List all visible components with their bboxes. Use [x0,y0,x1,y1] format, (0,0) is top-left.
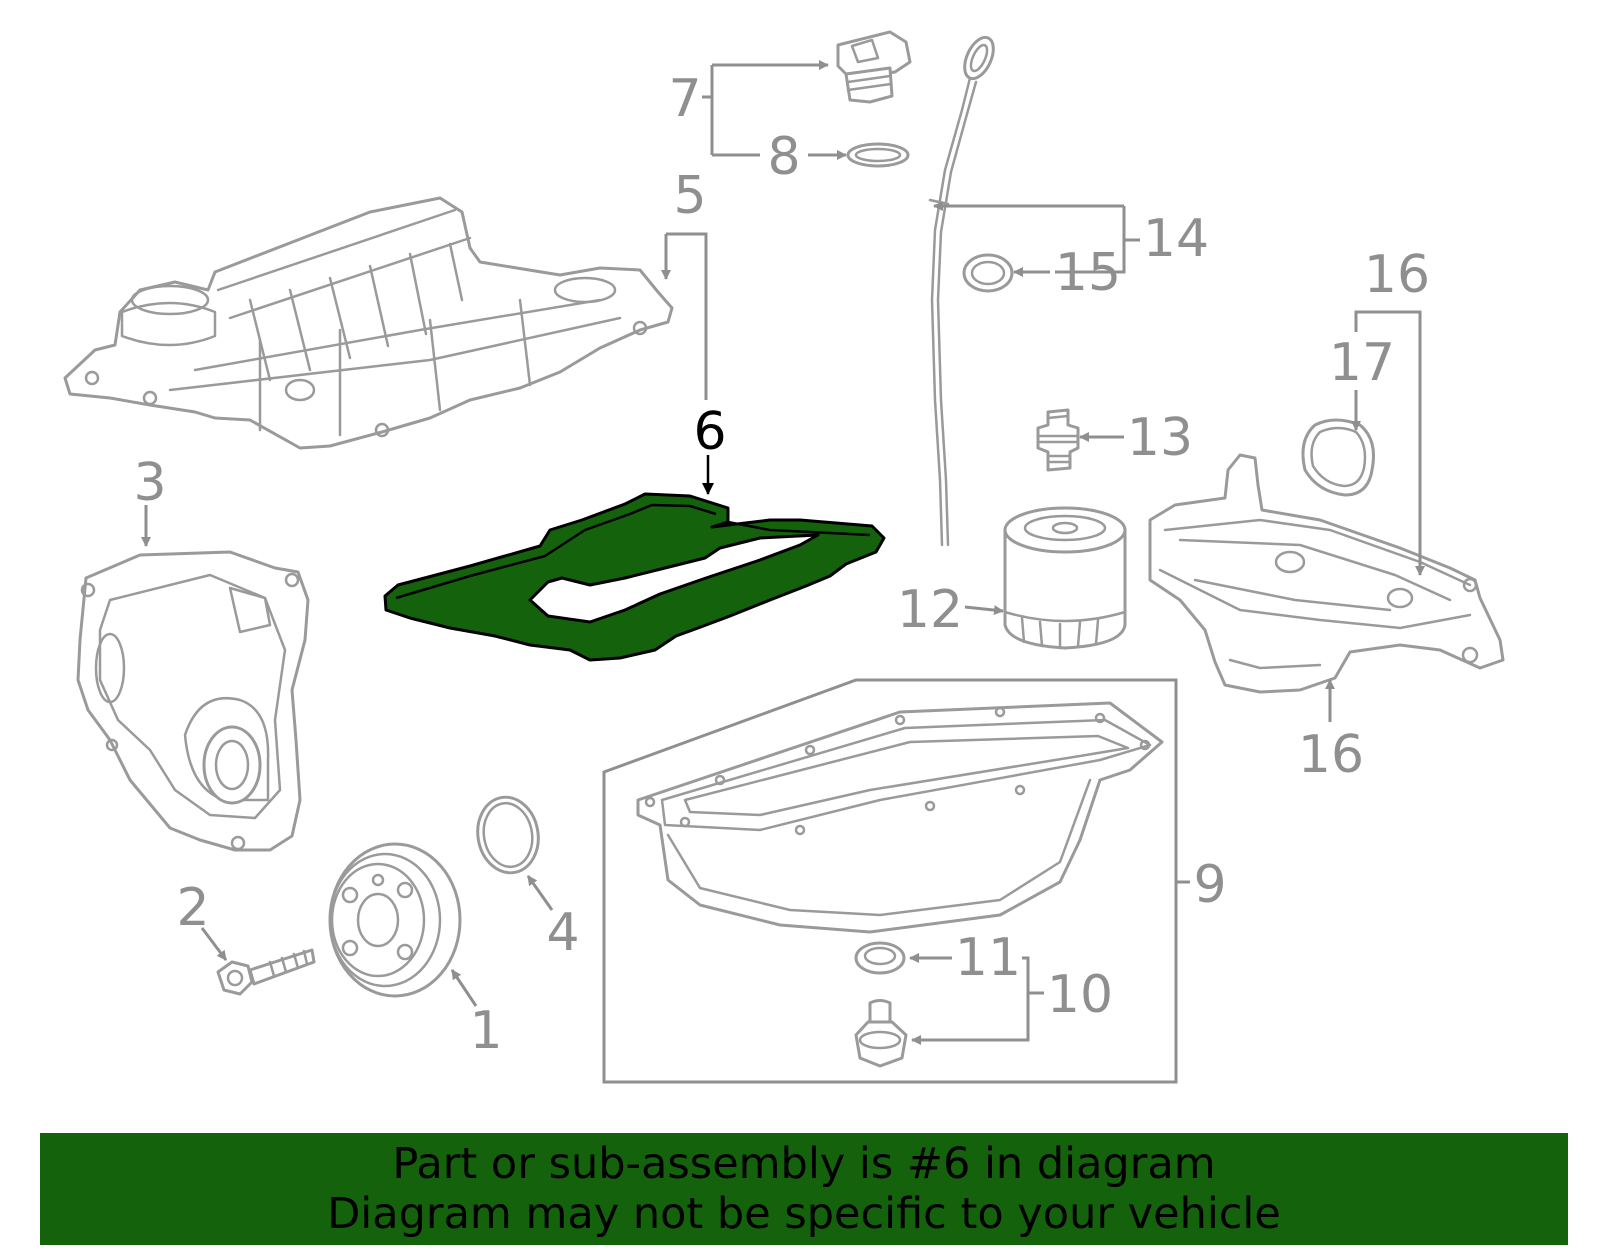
timing-cover-part[interactable] [76,550,310,852]
callout-6: 6 [693,402,726,462]
oil-pan-part[interactable] [636,701,1164,934]
drain-plug-part[interactable] [854,999,908,1068]
crankshaft-pulley-part[interactable] [328,842,462,998]
upper-crankcase-part[interactable] [63,196,674,450]
callout-16-bottom: 16 [1298,725,1364,785]
callout-4: 4 [546,903,579,963]
bolt-part[interactable] [216,948,316,996]
callout-14: 14 [1143,209,1209,269]
callout-10: 10 [1047,965,1113,1025]
banner-line-2: Diagram may not be specific to your vehi… [327,1189,1281,1239]
callout-11: 11 [955,928,1021,988]
seal-ring-part[interactable] [472,792,544,877]
callout-1: 1 [469,1001,502,1061]
notice-banner: Part or sub-assembly is #6 in diagram Di… [40,1133,1568,1245]
oil-filter-part[interactable] [1003,506,1127,650]
banner-line-1: Part or sub-assembly is #6 in diagram [392,1139,1216,1189]
callout-labels: 1 2 3 4 5 6 7 8 9 10 11 12 13 14 15 16 1… [133,69,1430,1061]
oil-pan-group-box [602,678,1178,1084]
leader-lines [141,60,1425,1045]
callout-16-top: 16 [1364,245,1430,305]
dipstick-seal-part[interactable] [962,253,1014,293]
callout-7: 7 [668,69,701,129]
callout-3: 3 [133,453,166,513]
valve-cover-gasket-part[interactable] [383,492,886,662]
callout-13: 13 [1127,408,1193,468]
filter-adapter-part[interactable] [1036,408,1080,472]
callout-2: 2 [176,878,209,938]
drain-washer-part[interactable] [854,941,906,975]
oil-filler-cap-part[interactable] [836,30,912,104]
callout-12: 12 [897,580,963,640]
oil-cooler-housing-part[interactable] [1148,453,1505,694]
dipstick-part[interactable] [928,33,999,547]
callout-5: 5 [673,166,706,226]
callout-17: 17 [1329,333,1395,393]
cooler-gasket-part[interactable] [1301,418,1375,497]
callout-8: 8 [767,127,800,187]
callout-15: 15 [1055,243,1121,303]
callout-9: 9 [1193,855,1226,915]
cap-o-ring-part[interactable] [846,142,910,168]
